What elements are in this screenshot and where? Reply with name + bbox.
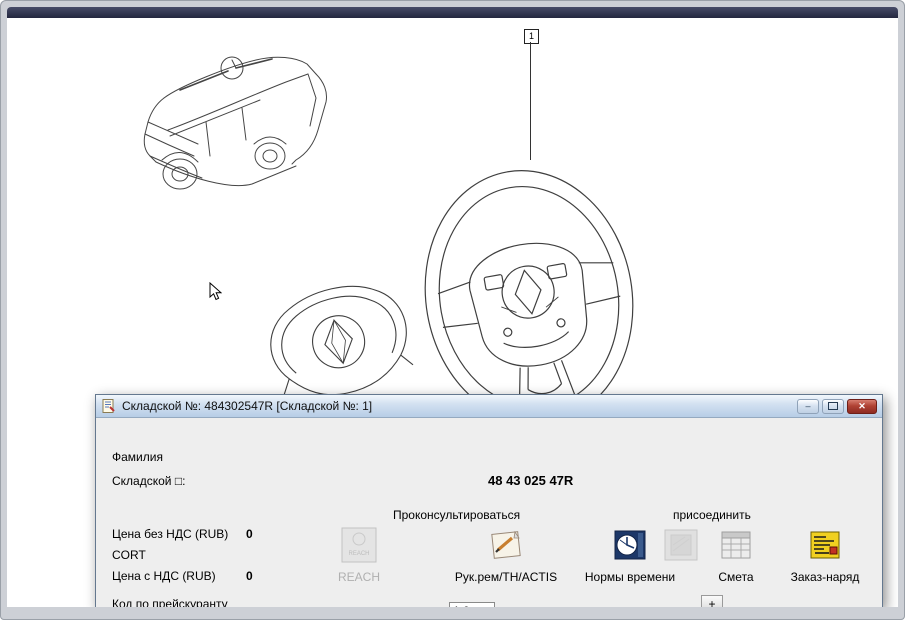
reach-label: REACH [338, 570, 380, 584]
window-title-strip [7, 7, 898, 18]
price-code-label: Код по прейскуранту [112, 597, 228, 607]
warehouse-number-value: 48 43 025 47R [488, 473, 573, 488]
quantity-label: Количество: [308, 606, 376, 607]
family-label: Фамилия [112, 450, 163, 464]
repair-manual-icon [488, 527, 524, 563]
dialog-body: Фамилия Складской □: 48 43 025 47R Проко… [96, 418, 882, 607]
consult-section-label: Проконсультироваться [393, 508, 520, 522]
reach-icon-text: REACH [348, 551, 369, 557]
work-order-label: Заказ-наряд [791, 570, 860, 584]
airbag-module-drawing [252, 272, 422, 407]
vehicle-drawing [110, 38, 350, 213]
repair-manual-label: Рук.рем/ТН/ACTIS [455, 570, 557, 584]
illustration-canvas: 1 Складской №: 484302547R [Складской №: … [7, 18, 898, 607]
mouse-cursor-icon [209, 282, 222, 301]
attach-section-label: присоединить [673, 508, 751, 522]
increment-button[interactable]: + [701, 595, 723, 607]
callout-leader-line [530, 42, 531, 160]
maximize-icon [828, 402, 838, 410]
time-norms-label: Нормы времени [585, 570, 675, 584]
work-order-button[interactable]: Заказ-наряд [770, 527, 880, 584]
estimate-icon [718, 527, 754, 563]
price-ex-vat-label: Цена без НДС (RUB) [112, 527, 228, 541]
close-button[interactable]: ✕ [847, 399, 877, 414]
reach-button: REACH REACH [304, 527, 414, 584]
price-inc-vat-value: 0 [246, 569, 253, 583]
dialog-icon [101, 398, 117, 414]
price-inc-vat-label: Цена с НДС (RUB) [112, 569, 216, 583]
estimate-label: Смета [718, 570, 753, 584]
maximize-button[interactable] [822, 399, 844, 414]
cort-label: CORT [112, 548, 146, 562]
dialog-title: Складской №: 484302547R [Складской №: 1] [122, 399, 792, 413]
warehouse-number-label: Складской □: [112, 474, 185, 488]
price-ex-vat-value: 0 [246, 527, 253, 541]
quantity-input[interactable] [449, 602, 495, 607]
part-callout-1[interactable]: 1 [524, 29, 539, 44]
window-controls: – ✕ [797, 399, 877, 414]
repair-manual-button[interactable]: Рук.рем/ТН/ACTIS [451, 527, 561, 584]
part-details-dialog: Складской №: 484302547R [Складской №: 1]… [95, 394, 883, 607]
work-order-icon [807, 527, 843, 563]
dialog-titlebar[interactable]: Складской №: 484302547R [Складской №: 1]… [96, 395, 882, 418]
minimize-button[interactable]: – [797, 399, 819, 414]
reach-icon: REACH [341, 527, 377, 563]
